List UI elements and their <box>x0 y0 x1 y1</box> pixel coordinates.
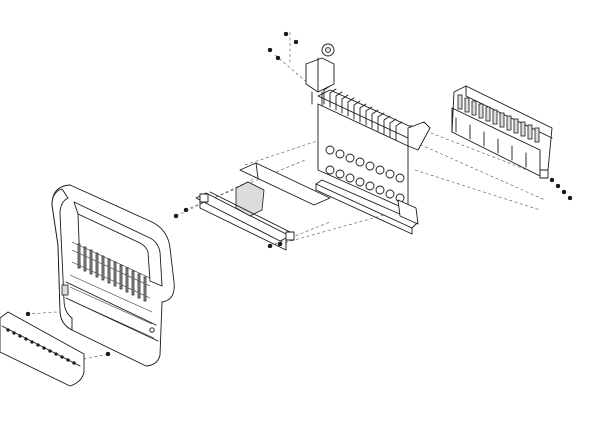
screw <box>283 31 289 37</box>
screw <box>183 207 189 213</box>
screw <box>293 39 299 45</box>
screw <box>277 241 283 247</box>
center-bracket-plate <box>195 162 331 251</box>
drive-motor <box>305 43 335 107</box>
main-chassis-assembly <box>315 85 431 235</box>
screw <box>267 243 273 249</box>
screws <box>25 31 573 357</box>
screw <box>267 47 273 53</box>
rear-actuator-block <box>451 85 553 179</box>
screw <box>567 195 573 201</box>
screw <box>561 189 567 195</box>
screw <box>555 183 561 189</box>
screw <box>25 311 31 317</box>
screw <box>173 213 179 219</box>
screw <box>275 55 281 61</box>
front-trim-panel <box>0 311 85 387</box>
screw <box>105 351 111 357</box>
front-cover-frame <box>51 184 175 367</box>
screw <box>549 177 555 183</box>
